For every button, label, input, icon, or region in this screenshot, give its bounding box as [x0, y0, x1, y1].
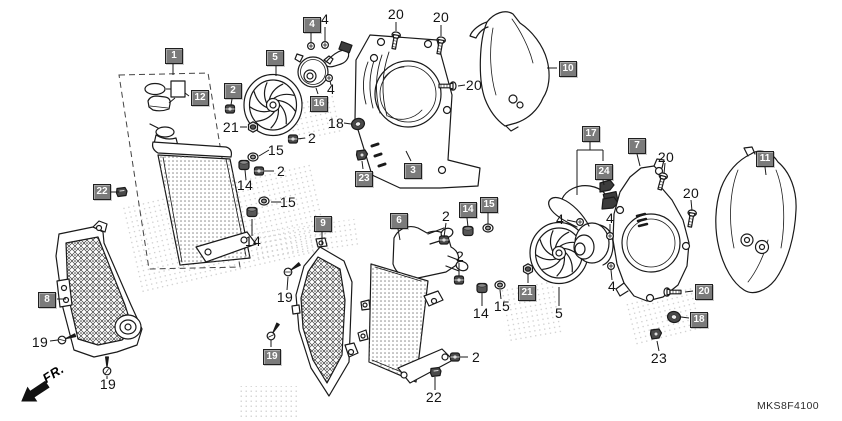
callout-20: 20	[432, 9, 450, 25]
callout-box-24: 24	[595, 164, 613, 180]
callout-20: 20	[387, 6, 405, 22]
callout-box-10: 10	[559, 61, 577, 77]
callout-box-4: 4	[303, 17, 321, 33]
callout-5: 5	[554, 305, 564, 321]
callout-22: 22	[425, 389, 443, 405]
fan-motor-left-drawing	[548, 179, 619, 266]
callout-2: 2	[471, 349, 481, 365]
fr-direction-arrow	[21, 380, 50, 402]
callout-box-18: 18	[690, 312, 708, 328]
callout-box-12: 12	[191, 90, 209, 106]
callout-box-17: 17	[582, 126, 600, 142]
callout-box-5: 5	[266, 50, 284, 66]
callout-4: 4	[555, 211, 565, 227]
callout-21: 21	[222, 119, 240, 135]
callout-box-16: 16	[310, 96, 328, 112]
callout-box-22: 22	[93, 184, 111, 200]
callout-2: 2	[276, 163, 286, 179]
callout-15: 15	[493, 298, 511, 314]
callout-18: 18	[327, 115, 345, 131]
air-shroud-left-drawing	[715, 146, 797, 294]
callout-4: 4	[326, 81, 336, 97]
callout-4: 4	[320, 11, 330, 27]
callout-20: 20	[682, 185, 700, 201]
callout-box-3: 3	[404, 163, 422, 179]
callout-box-23: 23	[355, 171, 373, 187]
callout-2: 2	[441, 208, 451, 224]
callout-box-8: 8	[38, 292, 56, 308]
diagram-code: MKS8F4100	[757, 400, 819, 412]
callout-2: 2	[307, 130, 317, 146]
callout-15: 15	[279, 194, 297, 210]
callout-4: 4	[607, 278, 617, 294]
callout-box-9: 9	[314, 216, 332, 232]
callout-20: 20	[465, 77, 483, 93]
radiator-guard-right-drawing	[55, 220, 143, 358]
callout-box-15: 15	[480, 197, 498, 213]
air-shroud-right-drawing	[469, 11, 550, 132]
fan-shroud-right-drawing	[354, 34, 481, 189]
radiator-right-drawing	[144, 80, 257, 266]
callout-14: 14	[472, 305, 490, 321]
callout-19: 19	[31, 334, 49, 350]
callout-box-11: 11	[756, 151, 774, 167]
callout-14: 14	[244, 233, 262, 249]
callout-box-7: 7	[628, 138, 646, 154]
callout-box-20: 20	[695, 284, 713, 300]
leader-lines	[49, 22, 767, 390]
radiator-right-group-outline	[118, 72, 241, 270]
callout-14: 14	[236, 177, 254, 193]
callout-box-14: 14	[459, 202, 477, 218]
callout-19: 19	[276, 289, 294, 305]
callout-23: 23	[650, 350, 668, 366]
callout-box-6: 6	[390, 213, 408, 229]
callout-15: 15	[267, 142, 285, 158]
callout-4: 4	[605, 210, 615, 226]
radiator-guard-left-drawing	[291, 237, 359, 397]
fan-shroud-left-drawing	[612, 158, 691, 303]
callout-box-21: 21	[518, 285, 536, 301]
callout-2: 2	[455, 248, 465, 264]
callout-19: 19	[99, 376, 117, 392]
callout-box-1: 1	[165, 48, 183, 64]
fan-motor-right-drawing	[294, 40, 353, 88]
callout-box-2: 2	[224, 83, 242, 99]
callout-20: 20	[657, 149, 675, 165]
callout-box-19: 19	[263, 349, 281, 365]
